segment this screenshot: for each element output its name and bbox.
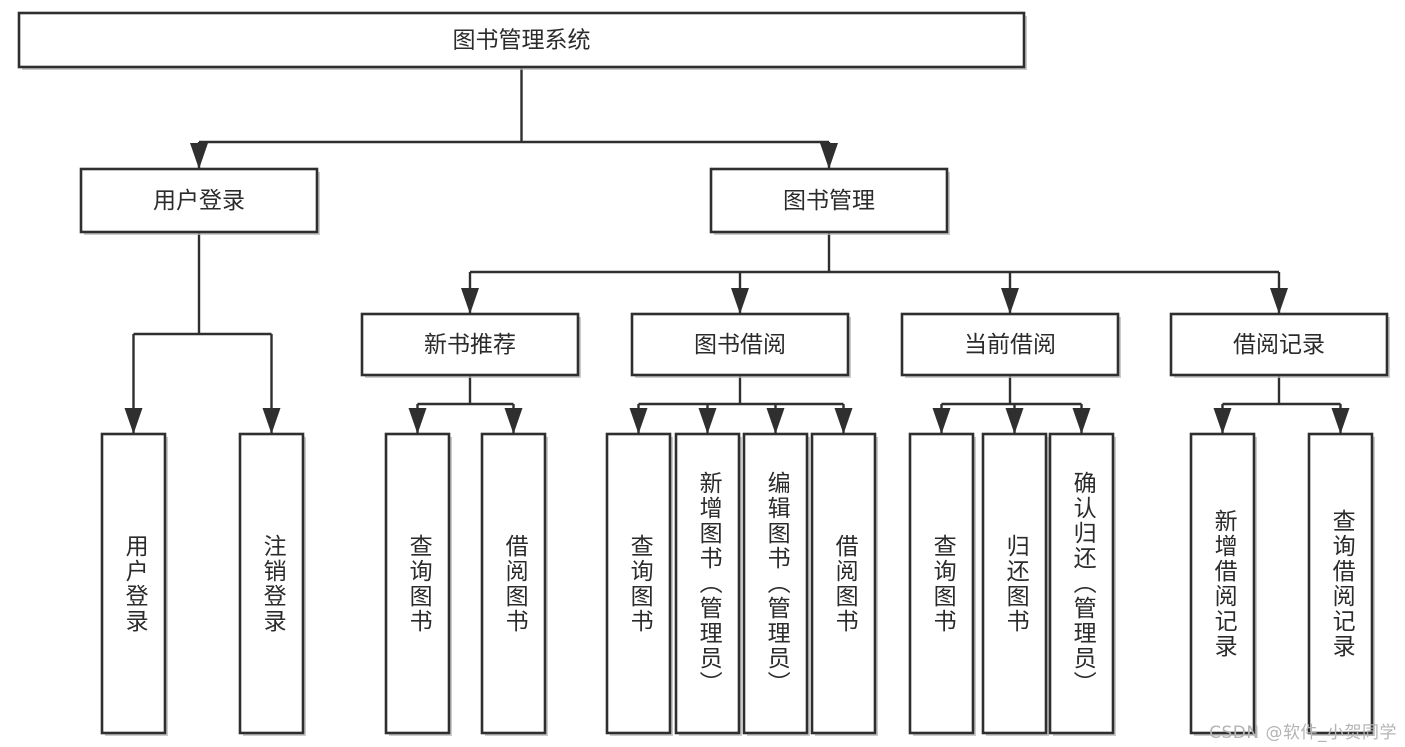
leaf-node-4[interactable] [480,432,548,736]
node-rect[interactable] [480,432,547,735]
leaf-node-11[interactable] [1048,432,1116,736]
level2-node-1[interactable] [79,167,320,235]
arrow-head-icon [698,408,717,434]
node-rect[interactable] [674,432,741,735]
arrow-head-icon [1001,288,1019,314]
arrow-head-icon [1072,408,1091,434]
node-rect[interactable] [79,167,319,234]
level3-node-label: 借阅记录 [1233,332,1325,358]
arrow-head-icon [190,143,208,169]
level3-node-label: 图书借阅 [694,332,786,358]
leaf-node-6[interactable] [674,432,742,736]
node-rect[interactable] [709,167,949,234]
leaf-node-9[interactable] [908,432,976,736]
node-box-layer [17,11,1390,736]
level2-node-label: 图书管理 [783,188,875,214]
arrow-head-icon [834,408,853,434]
arrow-head-icon [1213,408,1232,434]
level3-node-2[interactable] [630,312,851,378]
node-rect[interactable] [1169,312,1389,377]
arrow-head-icon [504,408,523,434]
node-rect[interactable] [1048,432,1115,735]
leaf-node-13[interactable] [1307,432,1375,736]
node-rect[interactable] [630,312,850,377]
node-rect[interactable] [900,312,1120,377]
arrow-head-icon [124,408,143,434]
level3-node-label: 新书推荐 [424,332,516,358]
leaf-node-2[interactable] [238,432,306,736]
arrow-head-icon [820,143,838,169]
arrow-head-icon [731,288,749,314]
arrow-head-icon [1270,288,1288,314]
level2-node-2[interactable] [709,167,950,235]
node-rect[interactable] [981,432,1048,735]
arrow-head-icon [408,408,427,434]
leaf-node-7[interactable] [742,432,810,736]
level3-node-4[interactable] [1169,312,1390,378]
node-rect[interactable] [742,432,809,735]
arrow-head-icon [766,408,785,434]
arrow-head-icon [262,408,281,434]
leaf-node-5[interactable] [605,432,673,736]
node-rect[interactable] [17,11,1026,69]
leaf-node-3[interactable] [384,432,452,736]
level2-node-label: 用户登录 [153,188,245,214]
level3-node-1[interactable] [360,312,581,378]
arrow-head-icon [461,288,479,314]
arrow-head-icon [1005,408,1024,434]
arrow-head-icon [932,408,951,434]
leaf-node-8[interactable] [810,432,878,736]
node-rect[interactable] [1189,432,1256,735]
node-rect[interactable] [605,432,672,735]
node-rect[interactable] [100,432,167,735]
leaf-node-10[interactable] [981,432,1049,736]
node-rect[interactable] [238,432,305,735]
node-rect[interactable] [360,312,580,377]
level3-node-3[interactable] [900,312,1121,378]
root-node-1[interactable] [17,11,1027,70]
node-rect[interactable] [810,432,877,735]
root-node-label: 图书管理系统 [453,28,591,54]
node-rect[interactable] [384,432,451,735]
arrow-head-icon [1331,408,1350,434]
node-rect[interactable] [908,432,975,735]
connector-layer [124,67,1350,434]
leaf-node-12[interactable] [1189,432,1257,736]
watermark-text: CSDN @软件_小贺同学 [1209,723,1397,743]
level3-node-label: 当前借阅 [964,332,1056,358]
node-rect[interactable] [1307,432,1374,735]
leaf-node-1[interactable] [100,432,168,736]
arrow-head-icon [629,408,648,434]
